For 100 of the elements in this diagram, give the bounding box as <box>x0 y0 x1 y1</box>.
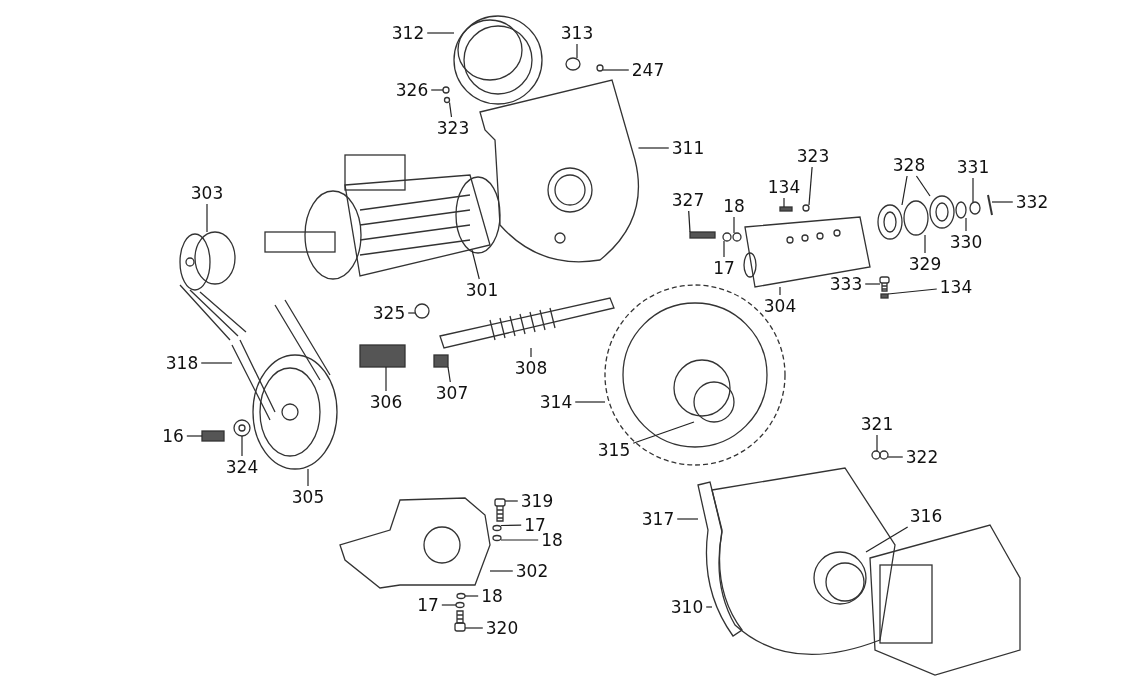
bearing-plate-drawing <box>743 216 871 288</box>
callout-number: 18 <box>723 196 745 216</box>
callout-number: 311 <box>671 138 705 158</box>
callout-number: 323 <box>436 118 470 138</box>
leader-line <box>865 526 909 553</box>
bearing-icon <box>877 204 903 240</box>
callout-number: 323 <box>796 146 830 166</box>
bolt-icon <box>879 276 890 292</box>
sleeve-drawing <box>359 344 406 368</box>
callout-number: 313 <box>560 23 594 43</box>
callout-number: 325 <box>372 303 406 323</box>
washer-icon <box>802 204 810 212</box>
leader-line <box>876 434 878 452</box>
callout-number: 319 <box>520 491 554 511</box>
washer-icon <box>233 419 251 437</box>
leader-line <box>602 69 630 71</box>
leader-line <box>637 147 670 149</box>
callout-number: 320 <box>485 618 519 638</box>
leader-line <box>574 401 606 403</box>
leader-line <box>206 203 208 233</box>
callout-number: 307 <box>435 383 469 403</box>
washer-icon <box>722 232 732 242</box>
leader-line <box>186 435 203 437</box>
leader-line <box>464 595 479 597</box>
leader-line <box>426 32 455 34</box>
callout-number: 17 <box>713 258 735 278</box>
leader-line <box>385 366 387 392</box>
drive-belt-drawing <box>231 299 331 421</box>
callout-number: 331 <box>956 157 990 177</box>
leader-line <box>632 421 695 444</box>
pin-icon <box>880 293 889 299</box>
callout-number: 322 <box>905 447 939 467</box>
callout-number: 17 <box>417 595 439 615</box>
leader-line <box>924 234 926 254</box>
nut-icon <box>969 201 981 215</box>
leader-line <box>430 89 444 91</box>
leader-line <box>441 604 457 606</box>
leader-line <box>864 283 881 285</box>
callout-number: 317 <box>641 509 675 529</box>
leader-line <box>471 249 480 280</box>
leader-line <box>307 468 309 487</box>
leader-line <box>991 201 1014 203</box>
callout-number: 324 <box>225 457 259 477</box>
leader-line <box>733 216 735 234</box>
washer-icon <box>871 450 881 460</box>
callout-number: 315 <box>597 440 631 460</box>
leader-line <box>915 175 931 197</box>
callout-number: 328 <box>892 155 926 175</box>
bearing-icon <box>929 195 955 229</box>
cotter-pin-icon <box>987 194 993 216</box>
washer-icon <box>955 201 967 219</box>
leader-line <box>448 101 453 118</box>
callout-number: 314 <box>539 392 573 412</box>
leader-line <box>705 606 713 608</box>
duct-flange-drawing <box>453 15 543 105</box>
callout-number: 312 <box>391 23 425 43</box>
callout-number: 301 <box>465 280 499 300</box>
leader-line <box>464 627 484 629</box>
callout-number: 306 <box>369 392 403 412</box>
gear-cover-drawing <box>479 79 640 263</box>
leader-line <box>972 177 974 203</box>
leader-line <box>241 435 243 457</box>
key-icon <box>433 354 449 368</box>
leader-line <box>500 524 522 527</box>
callout-number: 329 <box>908 254 942 274</box>
callout-number: 310 <box>670 597 704 617</box>
callout-number: 304 <box>763 296 797 316</box>
leader-line <box>887 288 938 295</box>
bolt-icon <box>689 231 716 239</box>
leader-line <box>407 312 416 314</box>
callout-number: 303 <box>190 183 224 203</box>
callout-number: 302 <box>515 561 549 581</box>
worm-shaft-drawing <box>439 297 615 349</box>
callout-number: 316 <box>909 506 943 526</box>
leader-line <box>887 456 904 458</box>
callout-number: 332 <box>1015 192 1049 212</box>
leader-line <box>779 286 781 296</box>
leader-line <box>783 197 785 208</box>
pin-icon <box>779 206 793 212</box>
cap-nut-icon <box>565 57 581 71</box>
callout-number: 18 <box>481 586 503 606</box>
washer-icon <box>492 524 502 532</box>
callout-number: 318 <box>165 353 199 373</box>
leader-line <box>489 570 514 572</box>
callout-number: 327 <box>671 190 705 210</box>
mounting-bracket-drawing <box>339 497 491 589</box>
nut-icon <box>879 450 889 460</box>
leader-line <box>500 539 539 541</box>
leader-line <box>688 210 691 233</box>
callout-number: 247 <box>631 60 665 80</box>
callout-number: 305 <box>291 487 325 507</box>
callout-number: 134 <box>767 177 801 197</box>
screw-icon <box>596 64 604 72</box>
bolt-icon <box>454 610 466 632</box>
fan-housing-drawing <box>711 467 1021 676</box>
callout-number: 134 <box>939 277 973 297</box>
washer-icon <box>456 592 466 600</box>
callout-number: 16 <box>162 426 184 446</box>
leader-line <box>447 366 451 383</box>
washer-icon <box>443 96 451 104</box>
